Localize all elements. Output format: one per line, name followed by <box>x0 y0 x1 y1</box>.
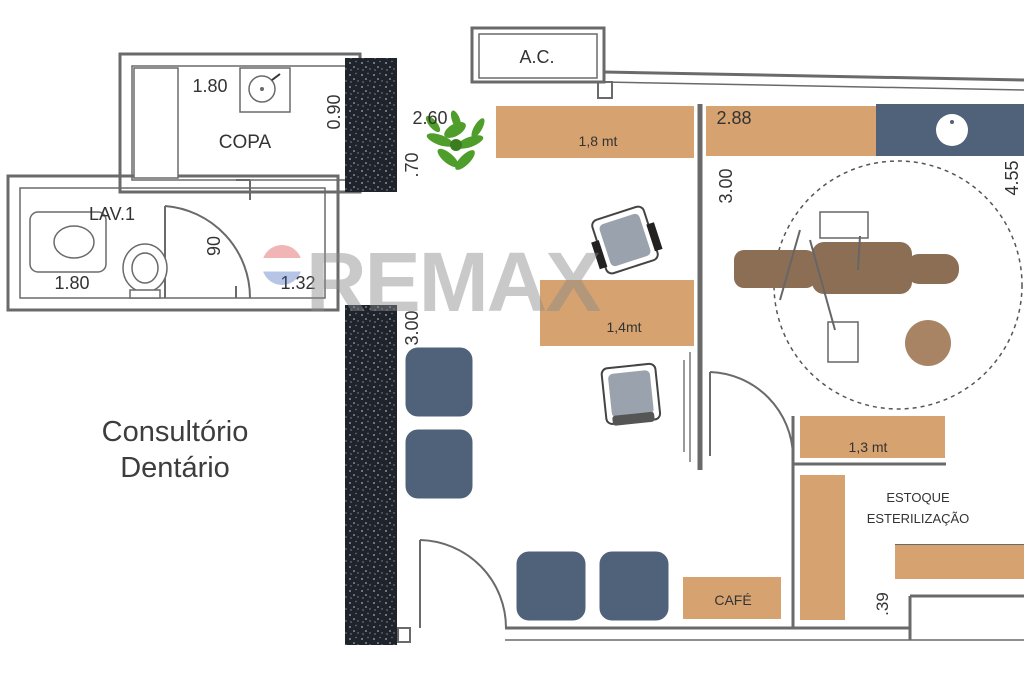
dim-clinic-height: 4.55 <box>1002 160 1022 195</box>
dentist-stool <box>905 320 951 366</box>
dim-step: .39 <box>873 592 892 616</box>
cafe-label: CAFÉ <box>714 592 751 608</box>
arm-line-3 <box>857 235 861 271</box>
dim-waiting-height: 3.00 <box>402 310 422 345</box>
copa-counter <box>133 67 179 179</box>
cafe-counter <box>683 577 781 619</box>
dim-clinic-width: 2.88 <box>716 108 751 128</box>
office-chair-icon-bottom <box>600 362 662 426</box>
chair-seat <box>812 242 912 294</box>
dim-copa-depth: 0.90 <box>324 94 344 129</box>
desk-mid <box>540 280 694 346</box>
arm-line-2 <box>809 239 836 331</box>
clinic-sink-tap <box>950 120 954 124</box>
title-line-2: Dentário <box>120 452 230 484</box>
estoque-label: ESTOQUE <box>886 490 950 505</box>
armchair-4 <box>596 548 672 624</box>
dim-copa-width: 1.80 <box>192 76 227 96</box>
ac-label: A.C. <box>519 47 554 67</box>
armchairs <box>402 344 672 624</box>
copa-sink <box>239 67 291 113</box>
balloon-logo-icon <box>262 245 302 285</box>
lav-label: LAV.1 <box>89 204 135 224</box>
esterilizacao-label: ESTERILIZAÇÃO <box>867 511 970 526</box>
lav-inner-wall <box>19 187 326 299</box>
ac-inner <box>478 33 598 79</box>
cuspidor <box>827 321 859 363</box>
lav-fixtures <box>29 211 168 299</box>
doors <box>164 205 794 629</box>
counter-right <box>800 416 945 458</box>
plant-icon <box>425 110 485 170</box>
wood-furniture <box>496 106 1024 620</box>
armchair-3 <box>513 548 589 624</box>
dim-room-height: 3.00 <box>716 168 736 203</box>
arm-line <box>779 229 801 301</box>
right-bench <box>895 545 1024 579</box>
dim-room-offset: .70 <box>402 152 422 177</box>
estoque-shelf <box>800 475 845 620</box>
dim-lav-depth: 90 <box>204 236 224 256</box>
watermark-text: REMAX <box>306 234 601 329</box>
copa-label: COPA <box>219 132 272 153</box>
clinic-sink-basin <box>936 114 968 146</box>
column-top <box>597 81 613 99</box>
dim-lav-width: 1.80 <box>54 273 89 293</box>
entrance-door-arc <box>419 539 507 629</box>
clinic-counter <box>706 106 876 156</box>
granite-wall-bottom <box>345 305 397 645</box>
toilet-seat <box>131 252 159 284</box>
sink-basin <box>248 75 276 103</box>
lav-door-arc <box>164 205 252 299</box>
plan-title: Consultório Dentário <box>70 414 280 486</box>
remax-watermark: REMAX <box>262 232 601 332</box>
counter-top <box>496 106 694 158</box>
dental-work-area <box>773 160 1023 410</box>
counter-top-label: 1,8 mt <box>579 133 618 149</box>
office-chair-icon-top <box>591 205 663 275</box>
toilet-tank <box>129 289 161 299</box>
lav-sink-basin <box>53 225 95 259</box>
title-line-1: Consultório <box>101 416 249 448</box>
clinic-door-arc <box>709 371 794 457</box>
dental-chair-icon <box>734 211 959 366</box>
top-wall-line <box>603 70 1024 82</box>
walls <box>6 26 1024 643</box>
sink-drain <box>260 87 264 91</box>
granite-wall-top <box>345 58 397 192</box>
dim-lav-passage: 1.32 <box>280 273 315 293</box>
desk-mid-label: 1,4mt <box>606 319 641 335</box>
copa-fixtures <box>133 67 291 179</box>
armchair-1 <box>402 344 476 420</box>
instrument-tray <box>819 211 869 239</box>
armchair-2 <box>402 426 476 502</box>
faucet-icon <box>271 73 281 81</box>
counter-right-label: 1,3 mt <box>849 439 888 455</box>
dim-room-width: 2.60 <box>412 108 447 128</box>
ac-box <box>470 26 606 84</box>
chair-head <box>905 254 959 284</box>
chair-foot <box>734 250 816 288</box>
column-bottom <box>397 627 411 643</box>
top-wall-line-inner <box>603 81 1024 91</box>
